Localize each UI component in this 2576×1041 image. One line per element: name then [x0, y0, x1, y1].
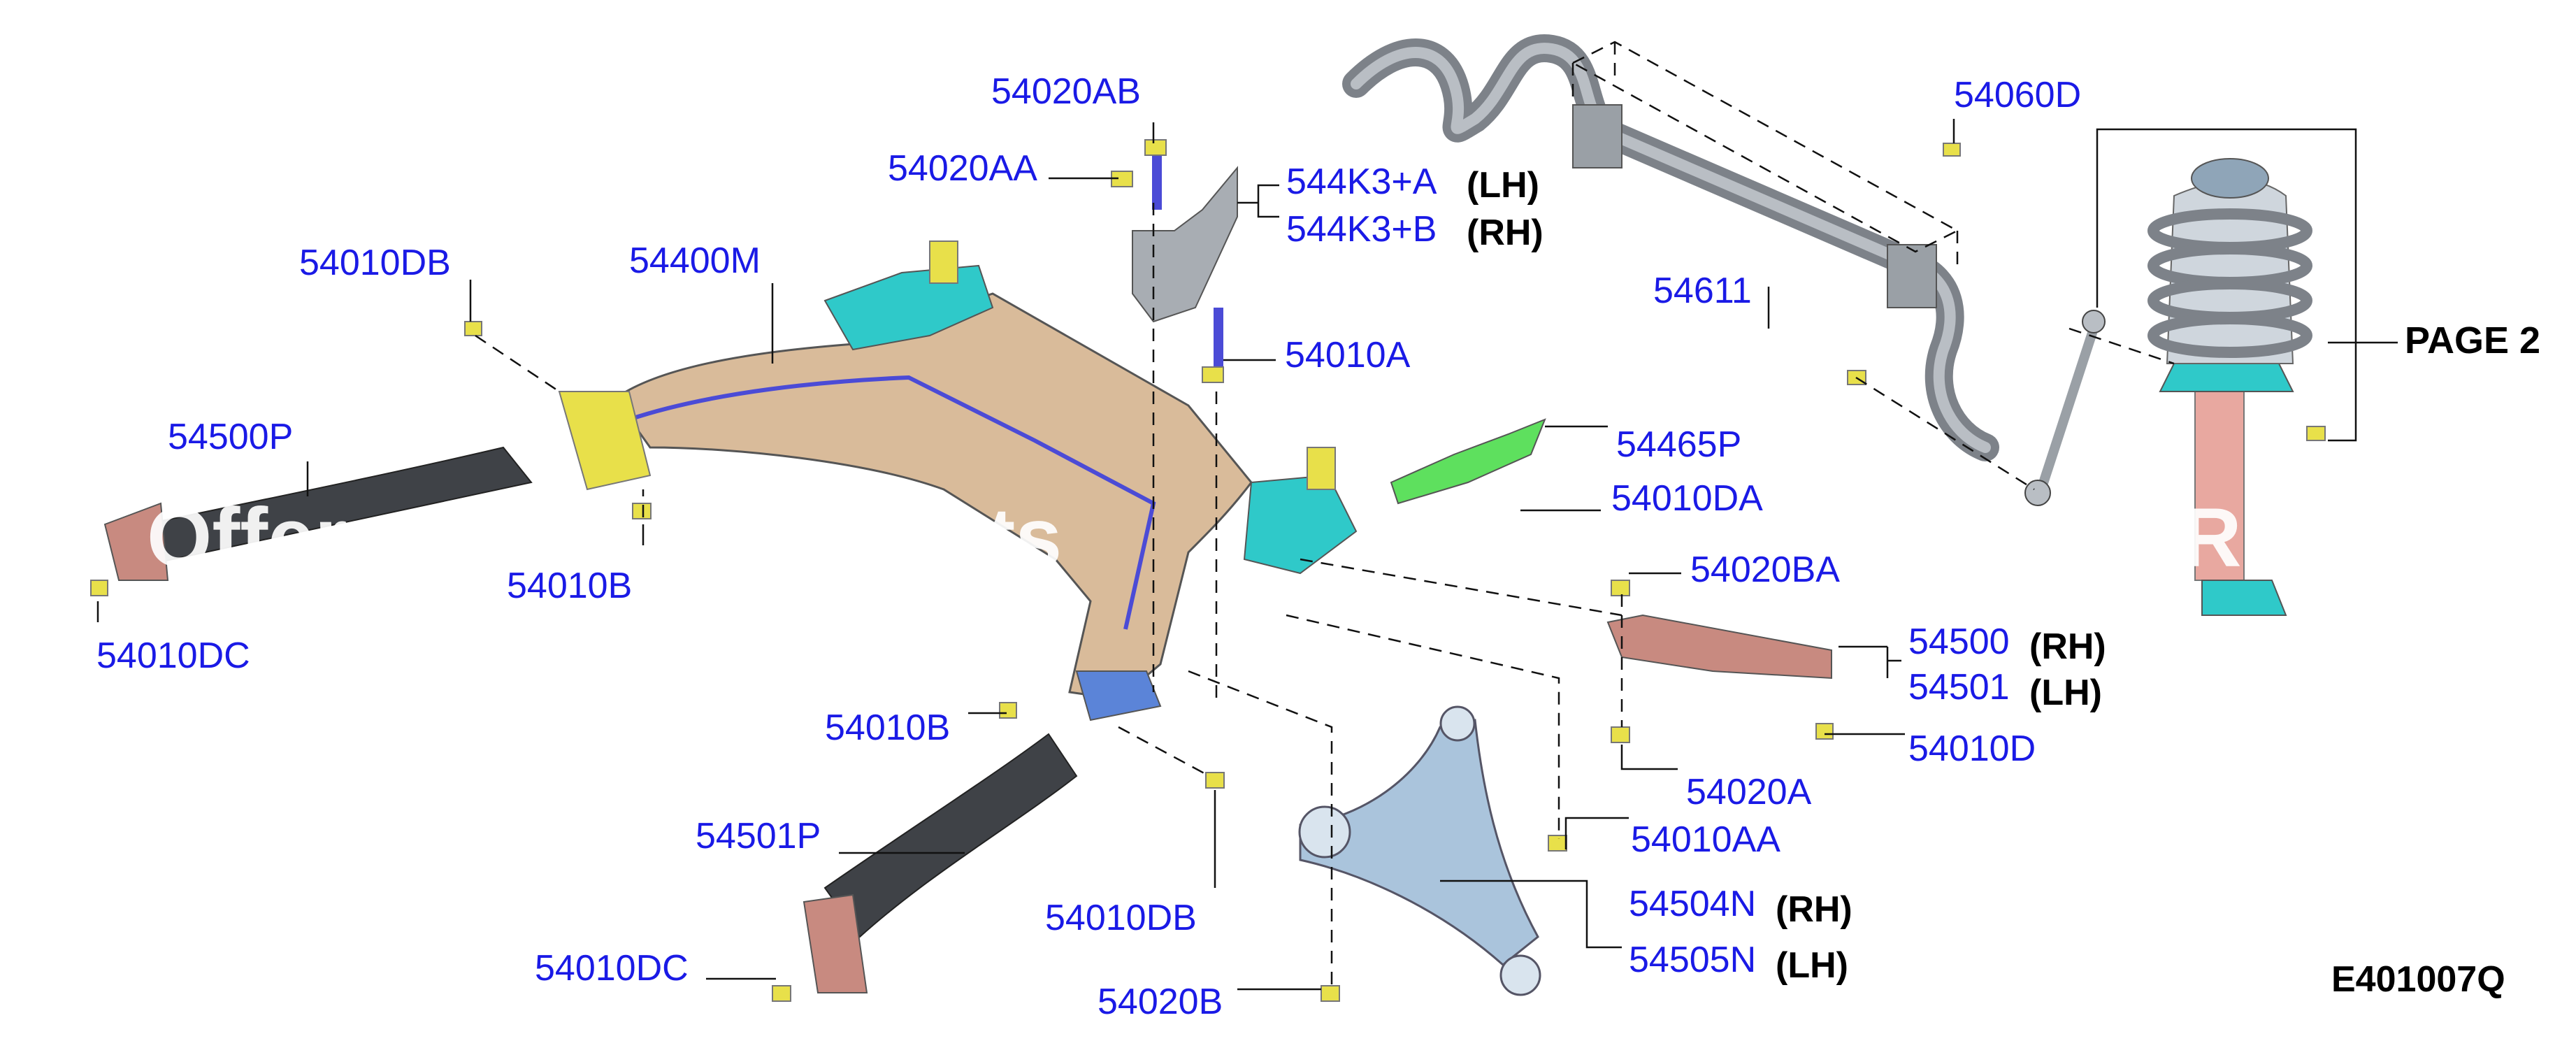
label-54500P: 54500P [168, 417, 293, 457]
stabilizer-bar-54611 [1342, 34, 1999, 461]
label-54020BA: 54020BA [1690, 550, 1840, 590]
bracket-54465P [1390, 418, 1546, 505]
label-54010DA: 54010DA [1611, 478, 1763, 519]
page-2-reference[interactable]: PAGE 2 [2405, 320, 2540, 361]
stabilizer-bracket-outline [1571, 41, 1959, 273]
label-54505N-side: (LH) [1776, 945, 1848, 986]
label-54501: 54501 [1908, 667, 2010, 708]
diagram-id: E401007Q [2331, 959, 2505, 1000]
label-54010B-left: 54010B [507, 566, 632, 606]
stabilizer-link [2024, 310, 2106, 506]
watermark-text-right: RE [2181, 491, 2298, 584]
label-54501P: 54501P [696, 816, 821, 856]
label-54020B: 54020B [1098, 982, 1223, 1022]
label-54501-side: (LH) [2029, 673, 2102, 713]
label-54010DB-bottom: 54010DB [1045, 898, 1197, 938]
label-54020AA: 54020AA [888, 148, 1037, 189]
label-54465P: 54465P [1616, 424, 1741, 465]
label-54504N-side: (RH) [1776, 889, 1852, 930]
label-54010DC-left: 54010DC [96, 636, 250, 676]
assembly-lines [475, 203, 2175, 986]
label-54500: 54500 [1908, 622, 2010, 662]
link-54500P [103, 446, 533, 581]
label-544K3A: 544K3+A [1286, 161, 1437, 202]
label-54400M: 54400M [629, 240, 761, 281]
label-54010A: 54010A [1285, 335, 1411, 375]
bracket-544K3 [1132, 147, 1238, 378]
label-54611: 54611 [1653, 271, 1752, 311]
link-54501P [803, 733, 1078, 993]
label-54500-side: (RH) [2029, 626, 2106, 667]
subframe-54400M [558, 240, 1358, 721]
label-54010AA: 54010AA [1631, 819, 1780, 860]
link-54500 [1606, 614, 1832, 680]
strut-assembly [2147, 158, 2312, 616]
label-54010DB-top: 54010DB [299, 243, 451, 283]
page2-bracket [2096, 128, 2398, 442]
label-54060D: 54060D [1954, 75, 2081, 115]
label-54010DC-bottom: 54010DC [535, 948, 689, 989]
label-54020AB: 54020AB [991, 71, 1141, 112]
leader-lines [96, 119, 1955, 991]
label-544K3B-side: (RH) [1467, 213, 1544, 253]
label-54020A: 54020A [1686, 772, 1812, 812]
watermark-text: Offers More Auto Parts [147, 491, 1062, 584]
label-544K3A-side: (LH) [1467, 165, 1539, 206]
lower-arm-54504N [1298, 705, 1541, 996]
label-54010B-mid: 54010B [825, 708, 950, 748]
label-54505N: 54505N [1629, 940, 1756, 980]
label-544K3B: 544K3+B [1286, 209, 1437, 250]
label-54504N: 54504N [1629, 884, 1756, 924]
label-54010D: 54010D [1908, 728, 2036, 769]
